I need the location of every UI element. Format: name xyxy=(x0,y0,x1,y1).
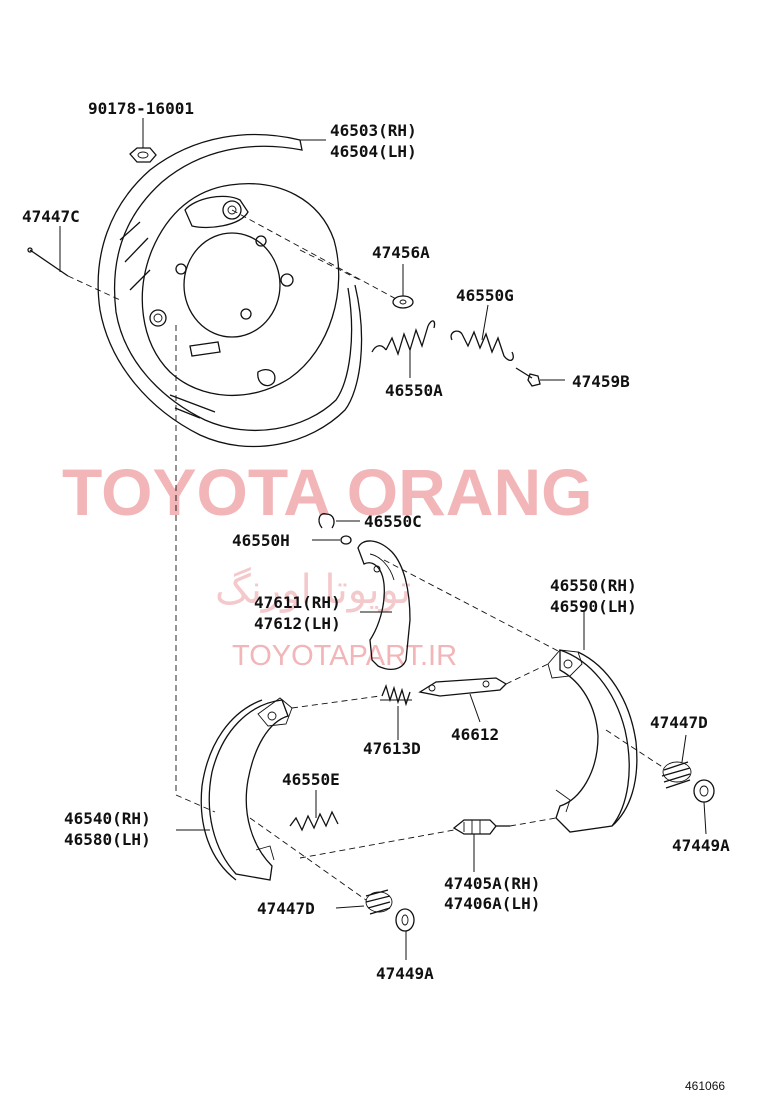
spring-47447D-right xyxy=(661,761,692,789)
label-47456A: 47456A xyxy=(372,243,430,262)
label-47613D: 47613D xyxy=(363,739,421,758)
label-47406A-lh: 47406A(LH) xyxy=(444,894,540,913)
spring-47447D-bottom xyxy=(365,889,393,915)
shoe-46540 xyxy=(200,697,293,881)
watermark-site: TOYOTAPART.IR xyxy=(232,640,457,672)
leader-lines xyxy=(59,118,707,960)
label-47449A-bottom: 47449A xyxy=(376,964,434,983)
part-labels: 90178-16001 46503(RH) 46504(LH) 47447C 4… xyxy=(22,99,730,983)
label-46612: 46612 xyxy=(451,725,499,744)
label-47447C: 47447C xyxy=(22,207,80,226)
bolt-47459B xyxy=(515,367,541,387)
label-46550C: 46550C xyxy=(364,512,422,531)
label-46503-rh: 46503(RH) xyxy=(330,121,417,140)
washer-47456A xyxy=(392,295,414,309)
clip-46550C xyxy=(318,513,335,529)
pin-47447C xyxy=(27,247,69,277)
label-47612-lh: 47612(LH) xyxy=(254,614,341,633)
label-46550E: 46550E xyxy=(282,770,340,789)
label-46580-lh: 46580(LH) xyxy=(64,830,151,849)
label-47459B: 47459B xyxy=(572,372,630,391)
nut-90178 xyxy=(129,147,157,163)
watermark-brand: TOYOTA ORANG xyxy=(62,455,592,529)
label-47447D-right: 47447D xyxy=(650,713,708,732)
spring-46550A xyxy=(371,320,436,357)
label-47449A-right: 47449A xyxy=(672,836,730,855)
label-47447D-bottom: 47447D xyxy=(257,899,315,918)
label-46550A: 46550A xyxy=(385,381,443,400)
label-90178-16001: 90178-16001 xyxy=(88,99,194,118)
label-47405A-rh: 47405A(RH) xyxy=(444,874,540,893)
spring-46550G xyxy=(450,330,514,361)
label-46504-lh: 46504(LH) xyxy=(330,142,417,161)
label-46540-rh: 46540(RH) xyxy=(64,809,151,828)
lever-47611 xyxy=(357,540,411,671)
label-46550H: 46550H xyxy=(232,531,290,550)
washer-46550H xyxy=(340,535,352,545)
spring-47613D xyxy=(380,683,412,707)
strut-46612 xyxy=(418,677,508,697)
label-47611-rh: 47611(RH) xyxy=(254,593,341,612)
cup-47449A-bottom xyxy=(395,908,415,932)
label-46550G: 46550G xyxy=(456,286,514,305)
alignment-lines xyxy=(67,209,665,901)
watermark-persian: تویوتا اورنگ xyxy=(215,567,411,613)
figure-number: 461066 xyxy=(685,1079,725,1093)
cup-47449A-right xyxy=(693,779,715,803)
backing-plate xyxy=(97,133,363,448)
adjuster-47405A xyxy=(452,819,510,835)
shoe-46550 xyxy=(547,649,638,833)
label-46590-lh: 46590(LH) xyxy=(550,597,637,616)
spring-46550E xyxy=(289,810,339,832)
label-46550-rh: 46550(RH) xyxy=(550,576,637,595)
